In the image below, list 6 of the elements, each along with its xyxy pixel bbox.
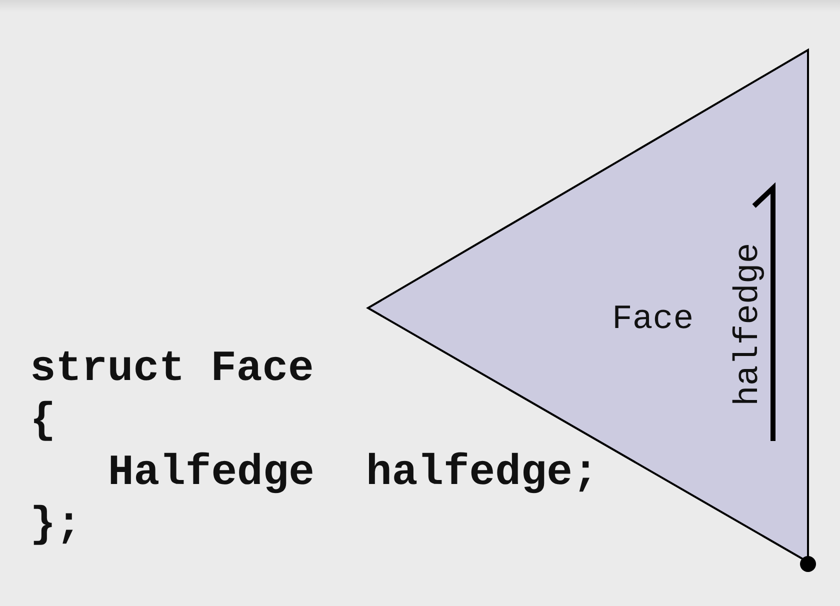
code-line: Halfedge halfedge; [108,451,598,494]
member-label: halfedge [732,242,766,406]
face-label: Face [612,303,694,337]
code-line: { [30,399,56,442]
code-line: }; [30,503,82,546]
code-line: struct Face [30,347,314,390]
